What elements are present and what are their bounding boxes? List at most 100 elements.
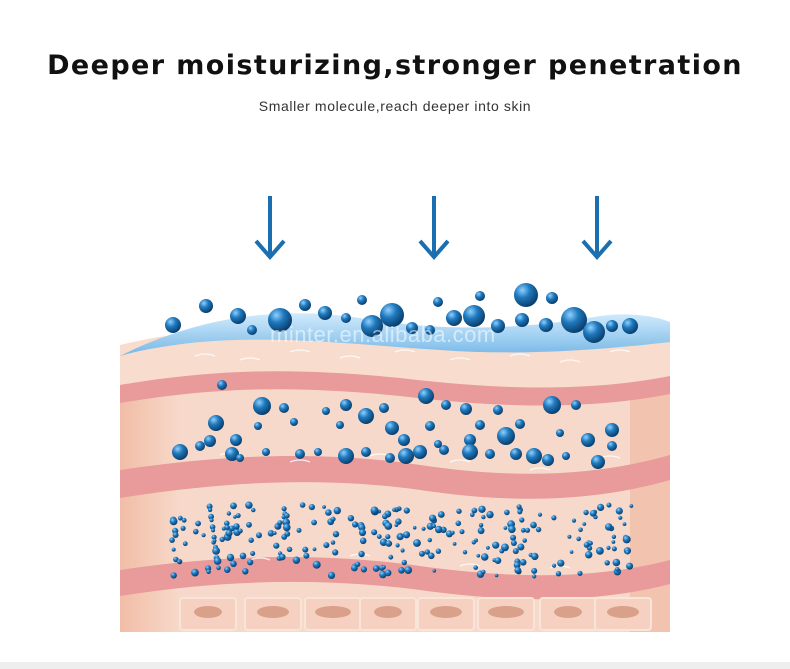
molecule (519, 559, 527, 566)
molecule (491, 319, 505, 333)
texture-mark (249, 557, 271, 561)
texture-mark (459, 563, 481, 567)
molecule (615, 567, 620, 572)
texture-mark (449, 357, 471, 361)
molecule (615, 507, 623, 515)
molecule (515, 313, 529, 327)
molecule (431, 523, 437, 529)
molecule (323, 542, 330, 549)
molecule (177, 560, 181, 564)
molecule (404, 566, 413, 574)
molecule (456, 508, 462, 514)
molecule (494, 573, 499, 578)
molecule (385, 421, 399, 435)
skin-layers-illustration (120, 196, 670, 632)
molecule (481, 514, 486, 520)
molecule (199, 299, 213, 313)
molecule (531, 552, 539, 561)
molecule (513, 561, 521, 569)
arrows-group (254, 196, 613, 261)
molecule (542, 454, 554, 466)
molecule (250, 551, 256, 556)
molecule (478, 505, 486, 513)
cell-nucleus (257, 606, 289, 618)
molecule (288, 547, 293, 552)
molecule (581, 433, 595, 447)
molecule (358, 550, 365, 558)
molecule (180, 525, 186, 531)
molecule (284, 512, 290, 519)
molecule (583, 542, 590, 548)
molecule (471, 540, 476, 545)
molecule (493, 405, 503, 415)
molecule (182, 541, 188, 547)
molecule (219, 536, 225, 543)
molecule (522, 538, 527, 543)
molecule (209, 518, 214, 523)
texture-mark (339, 355, 361, 359)
molecule (302, 546, 309, 553)
molecule (543, 396, 561, 414)
molecule (519, 517, 525, 523)
pink-band-3 (120, 556, 670, 600)
molecule (216, 565, 221, 571)
molecule (622, 318, 638, 334)
molecule (535, 526, 542, 533)
texture-mark (509, 353, 531, 357)
molecule (230, 434, 242, 446)
molecule (567, 534, 572, 539)
molecule (426, 522, 434, 530)
molecule (279, 553, 286, 561)
molecule (318, 306, 332, 320)
molecule (382, 513, 388, 520)
molecule (359, 537, 367, 545)
molecule (327, 571, 336, 580)
molecule (450, 530, 455, 535)
molecule (226, 553, 235, 562)
molecule (589, 510, 597, 517)
molecule (392, 507, 397, 512)
molecule (611, 540, 616, 544)
molecule (526, 448, 542, 464)
molecule (347, 515, 355, 522)
molecule (398, 448, 414, 464)
molecule (169, 537, 175, 543)
skin-block (120, 313, 670, 632)
molecule (571, 518, 577, 523)
molecule (561, 307, 587, 333)
molecule (577, 570, 583, 576)
molecule (195, 520, 202, 527)
molecule (253, 397, 271, 415)
molecule (272, 531, 277, 535)
molecule (371, 529, 378, 536)
texture-mark (289, 459, 311, 463)
molecule (224, 520, 230, 527)
molecule (360, 566, 367, 573)
molecule (169, 517, 178, 526)
cell-nucleus (488, 606, 524, 618)
molecule (191, 568, 199, 577)
molecule (435, 525, 443, 534)
cell-nucleus (430, 606, 462, 618)
molecule (332, 549, 339, 556)
cell-layer (179, 597, 652, 631)
molecule (470, 512, 475, 518)
molecule (421, 526, 426, 531)
molecule (279, 403, 289, 413)
molecule (537, 512, 543, 517)
molecule (463, 305, 485, 327)
molecule (376, 534, 382, 539)
molecule (209, 524, 216, 530)
cell-nucleus (374, 606, 402, 618)
pink-band-2 (120, 455, 670, 499)
molecule (607, 441, 617, 451)
water-layer (120, 313, 670, 356)
molecule (296, 527, 302, 533)
molecule (230, 502, 237, 510)
molecule (212, 538, 217, 543)
molecule (462, 550, 468, 555)
molecule (475, 291, 485, 301)
molecule (312, 547, 317, 552)
molecule (612, 558, 621, 567)
molecule (515, 419, 525, 429)
